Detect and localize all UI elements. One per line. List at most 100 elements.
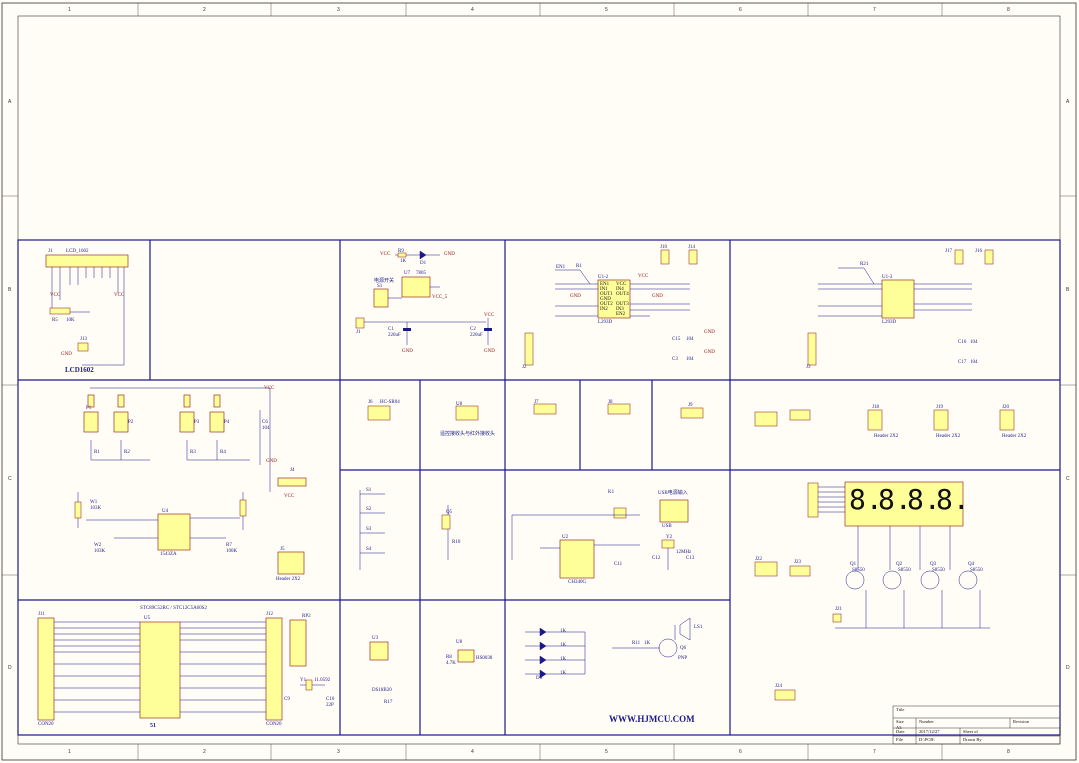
power-r9-value: 1K xyxy=(400,259,407,264)
col-label-2-bottom: 2 xyxy=(203,749,206,755)
serial-y2: Y2 xyxy=(666,535,673,540)
col-label-3-bottom: 3 xyxy=(337,749,340,755)
col-label-6-bottom: 6 xyxy=(739,749,742,755)
adc-w1-value: 103K xyxy=(90,506,102,511)
ir-part: HS0038 xyxy=(476,656,493,661)
display-j19: J19 xyxy=(936,405,943,410)
power-d1: D1 xyxy=(420,261,427,266)
title-block-number-label: Number xyxy=(919,719,934,724)
row-label-c-right: C xyxy=(1066,476,1070,482)
motor1-u: U1-2 xyxy=(598,275,609,280)
mcu-c10: C10 xyxy=(326,697,335,702)
mcu-c9: C9 xyxy=(284,697,290,702)
adc-j5: J5 xyxy=(280,547,285,552)
seg-digit-3: 8. xyxy=(907,483,941,516)
motor1-pin-vcc: VCC xyxy=(616,282,627,287)
motor2-c16: C16 xyxy=(958,340,967,345)
display-j19-part: Header 2X2 xyxy=(936,434,961,439)
display-q1: Q1 xyxy=(850,562,857,567)
ir-u8: U8 xyxy=(456,640,463,645)
mcu-j12-part: CON20 xyxy=(266,722,282,727)
power-c1-value: 220uF xyxy=(388,333,401,338)
motor1-pin-gnd: GND xyxy=(600,297,611,302)
adc-r7-value: 100K xyxy=(226,549,238,554)
power-u7-part: 7805 xyxy=(416,271,426,276)
display-q2-part: S8550 xyxy=(898,568,911,573)
module-j6-part: HC-SR04 xyxy=(380,400,400,405)
motor1-c15-value: 104 xyxy=(686,337,694,342)
motor1-c15: C15 xyxy=(672,337,681,342)
display-q4: Q4 xyxy=(968,562,975,567)
led-d5-r: 1K xyxy=(560,657,567,662)
col-label-1-bottom: 1 xyxy=(68,749,71,755)
title-block-file: D:\PCB\ xyxy=(919,737,935,742)
motor1-part: L293D xyxy=(598,320,613,325)
power-c2-value: 220uF xyxy=(470,333,483,338)
col-label-5-bottom: 5 xyxy=(605,749,608,755)
motor2-j16: J16 xyxy=(975,249,982,254)
serial-part: CH340G xyxy=(568,580,587,585)
module-note: 遥控接收头与红外接收头 xyxy=(440,432,496,437)
mcu-note: STC89C52RC / STC12C5A60S2 xyxy=(140,606,207,611)
adc-w1: W1 xyxy=(90,500,98,505)
mcu-rp2: RP2 xyxy=(302,614,311,619)
display-q3: Q3 xyxy=(930,562,937,567)
display-j21: J21 xyxy=(835,607,842,612)
sensor-j4: J4 xyxy=(290,468,295,473)
title-block-size: A3 xyxy=(896,725,902,730)
col-label-4-bottom: 4 xyxy=(471,749,474,755)
button-s1: S1 xyxy=(366,488,372,493)
lcd-r5-value: 10K xyxy=(66,318,75,323)
eeprom-u3: U3 xyxy=(372,636,379,641)
eeprom-part: DS18B20 xyxy=(372,688,392,693)
button-s2: S2 xyxy=(366,507,372,512)
lcd-gnd: GND xyxy=(61,352,72,357)
eeprom-r17: R17 xyxy=(384,700,393,705)
sensor-c6-value: 104 xyxy=(262,426,270,431)
lcd-vcc: VCC xyxy=(114,293,125,298)
col-label-7-bottom: 7 xyxy=(873,749,876,755)
sensor-p3: P3 xyxy=(194,420,200,425)
power-vcc5: VCC_5 xyxy=(432,295,448,300)
module-j8: J8 xyxy=(608,400,613,405)
motor1-c3: C3 xyxy=(672,357,678,362)
mcu-part: 51 xyxy=(150,723,156,729)
motor1-gnd-c15: GND xyxy=(704,330,715,335)
col-label-1: 1 xyxy=(68,7,71,13)
motor1-in1-net: EN1 xyxy=(556,265,566,270)
mcu-j11: J11 xyxy=(38,612,45,617)
seg-digit-4: 8. xyxy=(936,483,970,516)
motor1-pin-in4: IN4 xyxy=(616,287,624,292)
lcd-r5: R5 xyxy=(52,318,58,323)
motor2-r21: R21 xyxy=(860,262,869,267)
sensor-j4-vcc: VCC xyxy=(284,494,295,499)
title-block-file-label: File xyxy=(896,737,904,742)
motor1-j14: J14 xyxy=(688,245,695,250)
row-label-a-right: A xyxy=(1066,99,1070,105)
col-label-4: 4 xyxy=(471,7,474,13)
power-gnd-c1: GND xyxy=(402,349,413,354)
row-label-c: C xyxy=(8,476,12,482)
motor1-pin-en2: EN2 xyxy=(616,312,626,317)
buzzer-ls1: LS1 xyxy=(694,625,703,630)
motor1-j10: J10 xyxy=(660,245,667,250)
sensor-p4: P4 xyxy=(224,420,230,425)
row-label-b: B xyxy=(8,287,12,293)
col-label-2: 2 xyxy=(203,7,206,13)
sensor-c6: C6 xyxy=(262,420,268,425)
led-d6-r: 1K xyxy=(560,671,567,676)
display-j20-part: Header 2X2 xyxy=(1002,434,1027,439)
sensor-r3: R3 xyxy=(190,450,196,455)
mcu-j12: J12 xyxy=(266,612,273,617)
module-j7: J7 xyxy=(534,400,539,405)
footer-url[interactable]: WWW.HJMCU.COM xyxy=(609,714,695,724)
motor1-pin-out3: OUT3 xyxy=(616,302,629,307)
serial-y2-value: 12MHz xyxy=(676,550,692,555)
power-j1: J1 xyxy=(356,330,361,335)
motor2-u: U1-3 xyxy=(882,275,893,280)
col-label-6: 6 xyxy=(739,7,742,13)
adc-w2: W2 xyxy=(94,543,102,548)
serial-c13: C13 xyxy=(686,556,695,561)
display-q3-part: S8550 xyxy=(932,568,945,573)
